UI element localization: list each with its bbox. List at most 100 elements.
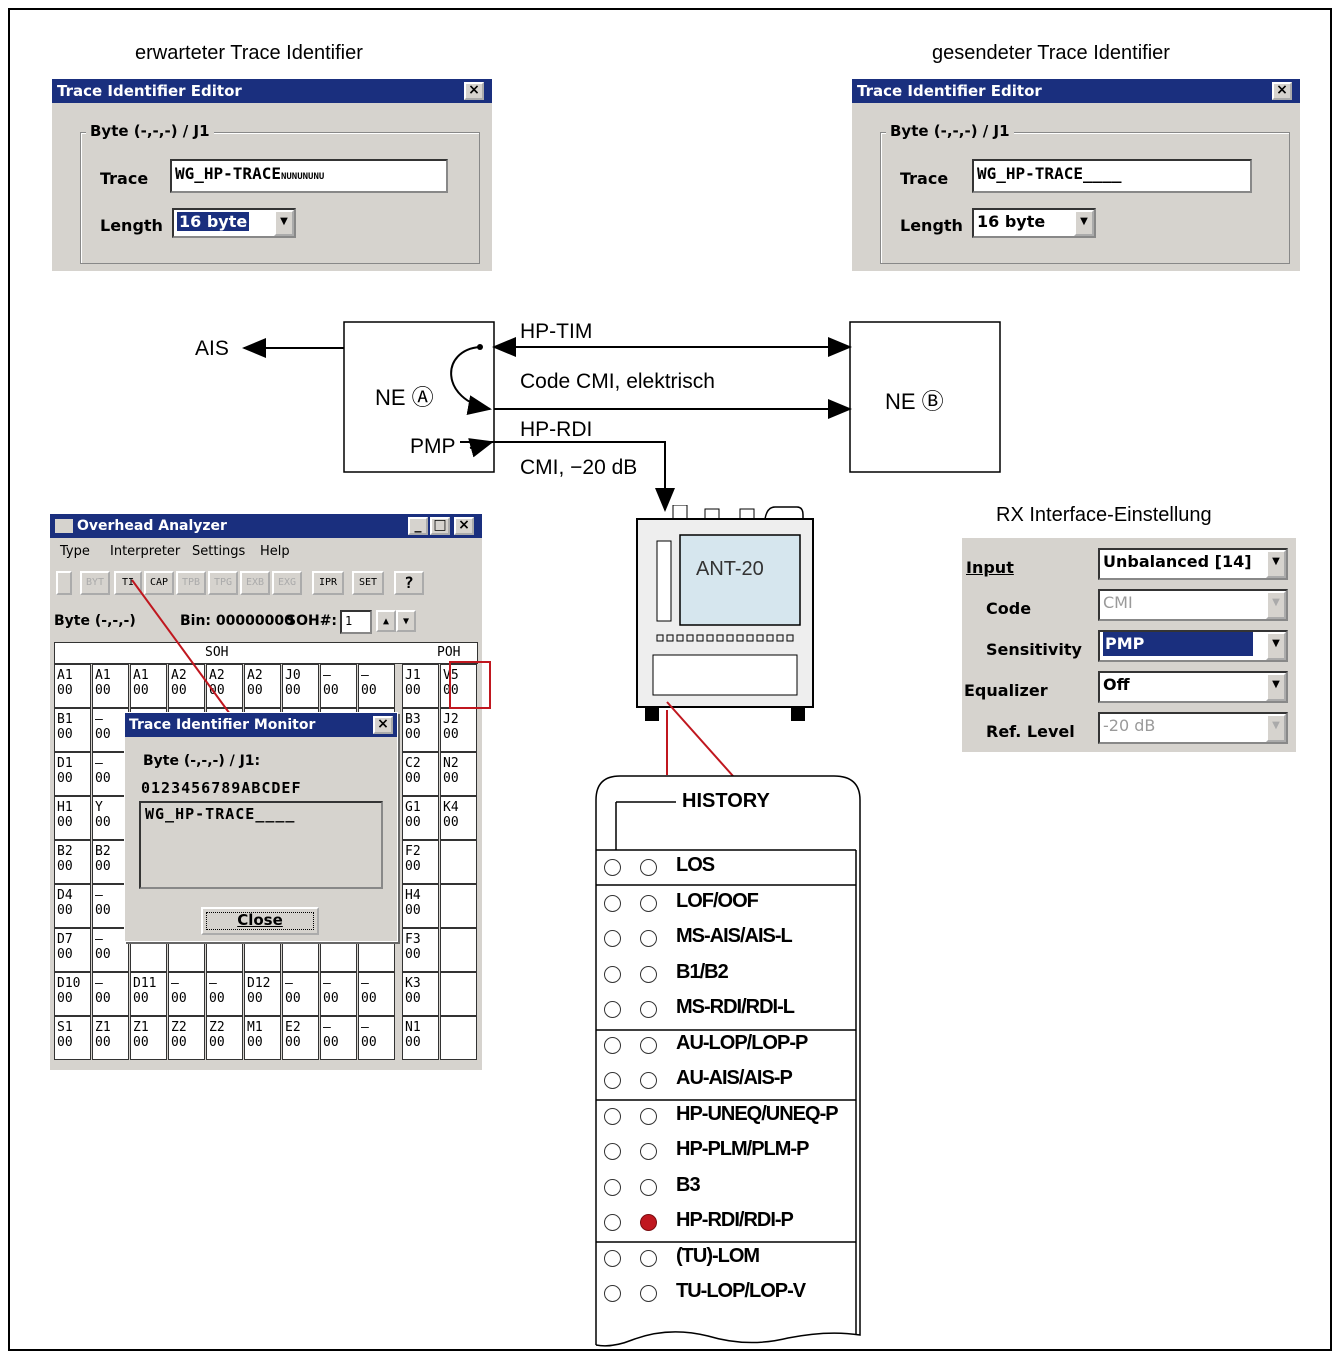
dropdown-arrow-icon[interactable]: ▼: [1266, 632, 1286, 660]
overhead-cell[interactable]: [440, 972, 477, 1016]
toolbar-mode-icon[interactable]: [56, 571, 72, 595]
dropdown-arrow-icon[interactable]: ▼: [1266, 591, 1286, 619]
overhead-cell[interactable]: K4 00: [440, 796, 477, 840]
close-dialog-button[interactable]: Close: [201, 907, 319, 935]
tool-exg[interactable]: EXG: [272, 571, 302, 595]
code-select[interactable]: CMI ▼: [1098, 589, 1288, 621]
overhead-cell[interactable]: [440, 1016, 477, 1060]
overhead-cell[interactable]: A1 00: [130, 664, 167, 708]
menu-help[interactable]: Help: [260, 544, 290, 559]
overhead-cell[interactable]: — 00: [320, 664, 357, 708]
overhead-cell[interactable]: Z2 00: [168, 1016, 205, 1060]
overhead-cell[interactable]: B2 00: [92, 840, 129, 884]
dropdown-arrow-icon[interactable]: ▼: [274, 210, 294, 236]
tool-byt[interactable]: BYT: [80, 571, 110, 595]
trace-input[interactable]: WG_HP-TRACENUNUNUNU: [170, 159, 448, 193]
overhead-cell[interactable]: J1 00: [402, 664, 439, 708]
overhead-cell[interactable]: A1 00: [54, 664, 91, 708]
overhead-cell[interactable]: D11 00: [130, 972, 167, 1016]
tool-exb[interactable]: EXB: [240, 571, 270, 595]
menu-settings[interactable]: Settings: [192, 544, 246, 559]
tool-cap[interactable]: CAP: [144, 571, 174, 595]
overhead-cell[interactable]: N2 00: [440, 752, 477, 796]
tool-ipr[interactable]: IPR: [312, 571, 344, 595]
overhead-cell[interactable]: — 00: [92, 928, 129, 972]
overhead-cell[interactable]: B3 00: [402, 708, 439, 752]
overhead-cell[interactable]: M1 00: [244, 1016, 281, 1060]
overhead-cell[interactable]: — 00: [92, 972, 129, 1016]
overhead-cell[interactable]: N1 00: [402, 1016, 439, 1060]
overhead-cell[interactable]: B2 00: [54, 840, 91, 884]
overhead-cell[interactable]: S1 00: [54, 1016, 91, 1060]
length-select[interactable]: 16 byte ▼: [172, 208, 296, 238]
overhead-cell[interactable]: Y 00: [92, 796, 129, 840]
overhead-cell[interactable]: F3 00: [402, 928, 439, 972]
overhead-cell[interactable]: G1 00: [402, 796, 439, 840]
soh-num-input[interactable]: 1: [340, 610, 372, 634]
overhead-cell[interactable]: — 00: [320, 972, 357, 1016]
overhead-cell[interactable]: [440, 840, 477, 884]
close-button[interactable]: ×: [1272, 82, 1292, 100]
overhead-cell[interactable]: Z2 00: [206, 1016, 243, 1060]
overhead-cell[interactable]: — 00: [206, 972, 243, 1016]
menu-type[interactable]: Type: [60, 544, 90, 559]
overhead-cell[interactable]: D1 00: [54, 752, 91, 796]
overhead-cell[interactable]: E2 00: [282, 1016, 319, 1060]
overhead-cell[interactable]: J2 00: [440, 708, 477, 752]
overhead-cell[interactable]: K3 00: [402, 972, 439, 1016]
overhead-cell[interactable]: — 00: [92, 884, 129, 928]
overhead-cell[interactable]: F2 00: [402, 840, 439, 884]
tool-set[interactable]: SET: [352, 571, 384, 595]
overhead-cell[interactable]: — 00: [92, 752, 129, 796]
overhead-cell[interactable]: H4 00: [402, 884, 439, 928]
tool-tpg[interactable]: TPG: [208, 571, 238, 595]
overhead-cell[interactable]: A2 00: [244, 664, 281, 708]
close-button[interactable]: ×: [464, 82, 484, 100]
overhead-cell[interactable]: [440, 928, 477, 972]
dropdown-arrow-icon[interactable]: ▼: [1266, 714, 1286, 742]
overhead-cell[interactable]: [440, 884, 477, 928]
sensitivity-select[interactable]: PMP ▼: [1098, 630, 1288, 662]
dropdown-arrow-icon[interactable]: ▼: [1074, 210, 1094, 236]
overhead-cell[interactable]: — 00: [358, 1016, 395, 1060]
overhead-cell[interactable]: D10 00: [54, 972, 91, 1016]
overhead-cell[interactable]: — 00: [358, 972, 395, 1016]
up-arrow-icon[interactable]: ▲: [376, 610, 396, 632]
dropdown-arrow-icon[interactable]: ▼: [1266, 550, 1286, 578]
overhead-cell[interactable]: — 00: [168, 972, 205, 1016]
overhead-cell[interactable]: Z1 00: [130, 1016, 167, 1060]
equalizer-select[interactable]: Off ▼: [1098, 671, 1288, 703]
byte-group: [880, 132, 1290, 264]
length-select[interactable]: 16 byte ▼: [972, 208, 1096, 238]
trace-input[interactable]: WG_HP-TRACE____: [972, 159, 1252, 193]
dropdown-arrow-icon[interactable]: ▼: [1266, 673, 1286, 701]
overhead-cell[interactable]: — 00: [358, 664, 395, 708]
tool-help[interactable]: ?: [394, 571, 424, 595]
close-button[interactable]: ×: [373, 716, 393, 734]
history-led-icon: [640, 1178, 657, 1196]
tool-tpb[interactable]: TPB: [176, 571, 206, 595]
close-button[interactable]: ×: [454, 517, 474, 535]
maximize-button[interactable]: □: [430, 517, 450, 535]
overhead-cell[interactable]: — 00: [282, 972, 319, 1016]
overhead-cell[interactable]: A2 00: [168, 664, 205, 708]
overhead-cell[interactable]: — 00: [320, 1016, 357, 1060]
overhead-cell[interactable]: D12 00: [244, 972, 281, 1016]
overhead-cell[interactable]: D4 00: [54, 884, 91, 928]
menu-interpreter[interactable]: Interpreter: [110, 544, 181, 559]
overhead-cell[interactable]: — 00: [92, 708, 129, 752]
overhead-cell[interactable]: H1 00: [54, 796, 91, 840]
tool-ti[interactable]: TI: [114, 571, 142, 595]
input-select[interactable]: Unbalanced [14] ▼: [1098, 548, 1288, 580]
overhead-cell[interactable]: D7 00: [54, 928, 91, 972]
overhead-cell[interactable]: B1 00: [54, 708, 91, 752]
overhead-cell[interactable]: Z1 00: [92, 1016, 129, 1060]
down-arrow-icon[interactable]: ▼: [396, 610, 416, 632]
overhead-cell[interactable]: A1 00: [92, 664, 129, 708]
overhead-cell[interactable]: C2 00: [402, 752, 439, 796]
overhead-cell[interactable]: J0 00: [282, 664, 319, 708]
ref-level-select[interactable]: -20 dB ▼: [1098, 712, 1288, 744]
overhead-cell[interactable]: A2 00: [206, 664, 243, 708]
minimize-button[interactable]: _: [408, 517, 428, 535]
